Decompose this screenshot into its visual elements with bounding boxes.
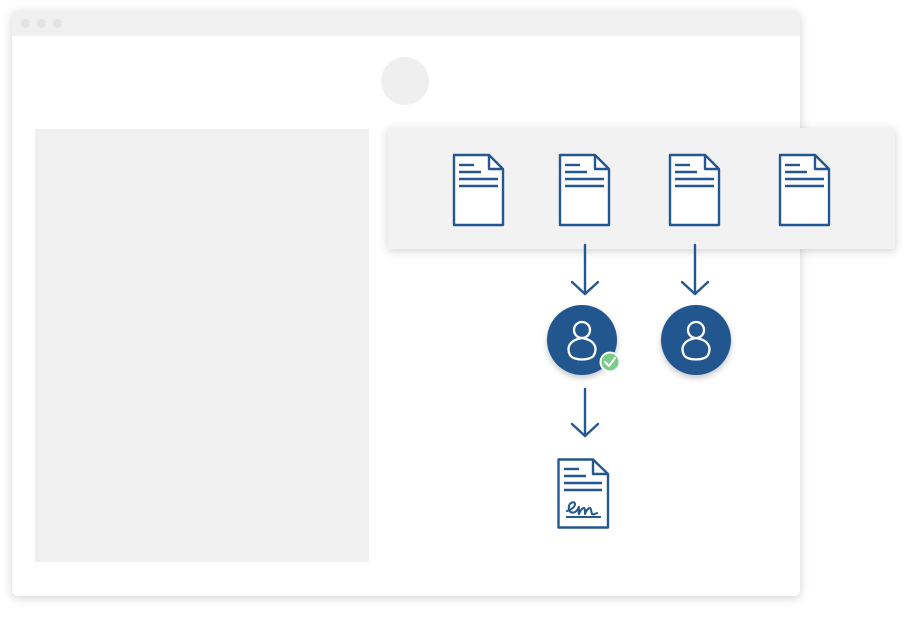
browser-window bbox=[12, 11, 800, 596]
document-icon bbox=[558, 153, 611, 227]
avatar-placeholder bbox=[381, 57, 429, 105]
window-dot bbox=[21, 19, 30, 28]
document-icon bbox=[452, 153, 505, 227]
window-dot bbox=[53, 19, 62, 28]
document-icon bbox=[778, 153, 831, 227]
title-bar bbox=[12, 11, 800, 36]
document-icon bbox=[668, 153, 721, 227]
window-dot bbox=[37, 19, 46, 28]
content-placeholder bbox=[35, 129, 369, 562]
